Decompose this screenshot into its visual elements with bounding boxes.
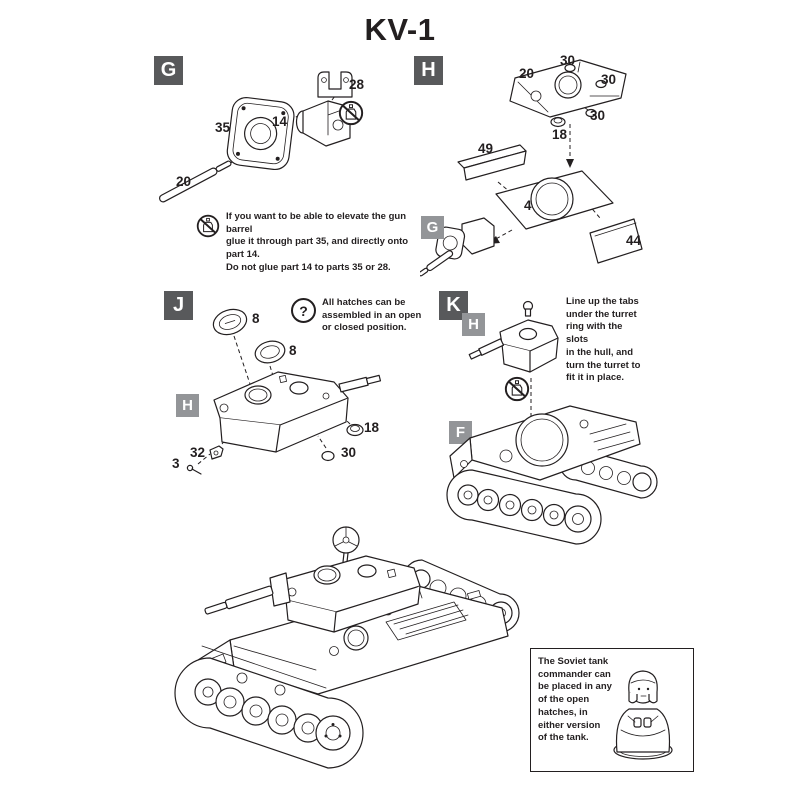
part-35-mantlet-plate-drawing [226,97,295,171]
step-label-g: G [154,56,183,85]
no-glue-icon [338,100,364,126]
step-label-h: H [414,56,443,85]
part-20-hull-roof-drawing [509,59,627,128]
no-glue-icon [504,376,530,402]
part-3-pin-drawing [186,464,202,475]
part-number-14: 14 [272,114,288,129]
step-k-assembly-drawing [446,300,658,545]
ref-label-f: F [449,421,472,444]
part-32-bracket-drawing [209,445,224,460]
step-h-assembly-drawing [420,59,643,277]
part-30-hatch-drawing [321,450,335,462]
part-number-35: 35 [215,120,231,135]
page-title: KV-1 [364,12,436,47]
part-number-18: 18 [364,420,380,435]
ref-label-g: G [421,216,444,239]
part-number-18: 18 [552,127,568,142]
step-label-j: J [164,291,193,320]
step-j-note: All hatches can be assembled in an open … [322,297,422,334]
ref-label-h: H [462,313,485,336]
part-number-8: 8 [289,343,297,358]
part-8-hatch-lid-drawing [212,308,248,336]
part-number-30: 30 [560,53,576,68]
part-number-3: 3 [172,456,180,471]
near-track-drawing [174,645,364,769]
hull-drawing [446,405,658,545]
part-14-gun-housing-drawing [295,100,351,147]
step-k-note: Line up the tabs under the turret ring w… [566,296,641,384]
part-number-44: 44 [626,233,642,248]
part-28-bracket-drawing [317,71,353,98]
step-g-note: If you want to be able to elevate the gu… [226,211,409,273]
part-30-hatch-drawing [585,108,597,118]
commander-note: The Soviet tank commander can be placed … [538,656,612,744]
gun-barrel-drawing [204,585,274,615]
turret-top-drawing [468,300,559,373]
ref-label-h: H [176,394,199,417]
part-number-20: 20 [519,66,535,81]
part-number-30: 30 [341,445,357,460]
part-30-hatch-drawing [595,79,607,89]
no-glue-icon [196,214,220,238]
part-number-49: 49 [478,141,494,156]
step-j-assembly-drawing [186,308,382,475]
step-g-assembly-drawing [158,71,353,203]
part-number-28: 28 [349,77,365,92]
part-18-hatch-drawing [346,423,364,437]
part-number-30: 30 [601,72,617,87]
commander-figure-drawing [613,670,673,760]
part-30-hatch-drawing [564,63,576,73]
turret-drawing [213,371,382,453]
gun-barrel-drawing [338,374,382,393]
part-number-8: 8 [252,311,260,326]
part-8-hatch-lid-drawing [254,340,286,364]
part-number-30: 30 [590,108,606,123]
turret-drawing [204,526,421,633]
part-49-plate-drawing [457,144,527,181]
part-number-4: 4 [524,198,532,213]
hatch-handwheel-drawing [332,526,360,563]
assembled-tank-drawing [174,526,520,769]
part-44-plate-drawing [589,218,643,264]
part-18-hatch-drawing [550,116,566,128]
part-number-32: 32 [190,445,206,460]
sub-assembly-g-drawing [420,217,495,277]
question-icon: ? [291,298,316,323]
part-4-turret-ring-plate-drawing [495,170,614,230]
part-20-barrel-drawing [158,160,232,203]
part-number-20: 20 [176,174,192,189]
